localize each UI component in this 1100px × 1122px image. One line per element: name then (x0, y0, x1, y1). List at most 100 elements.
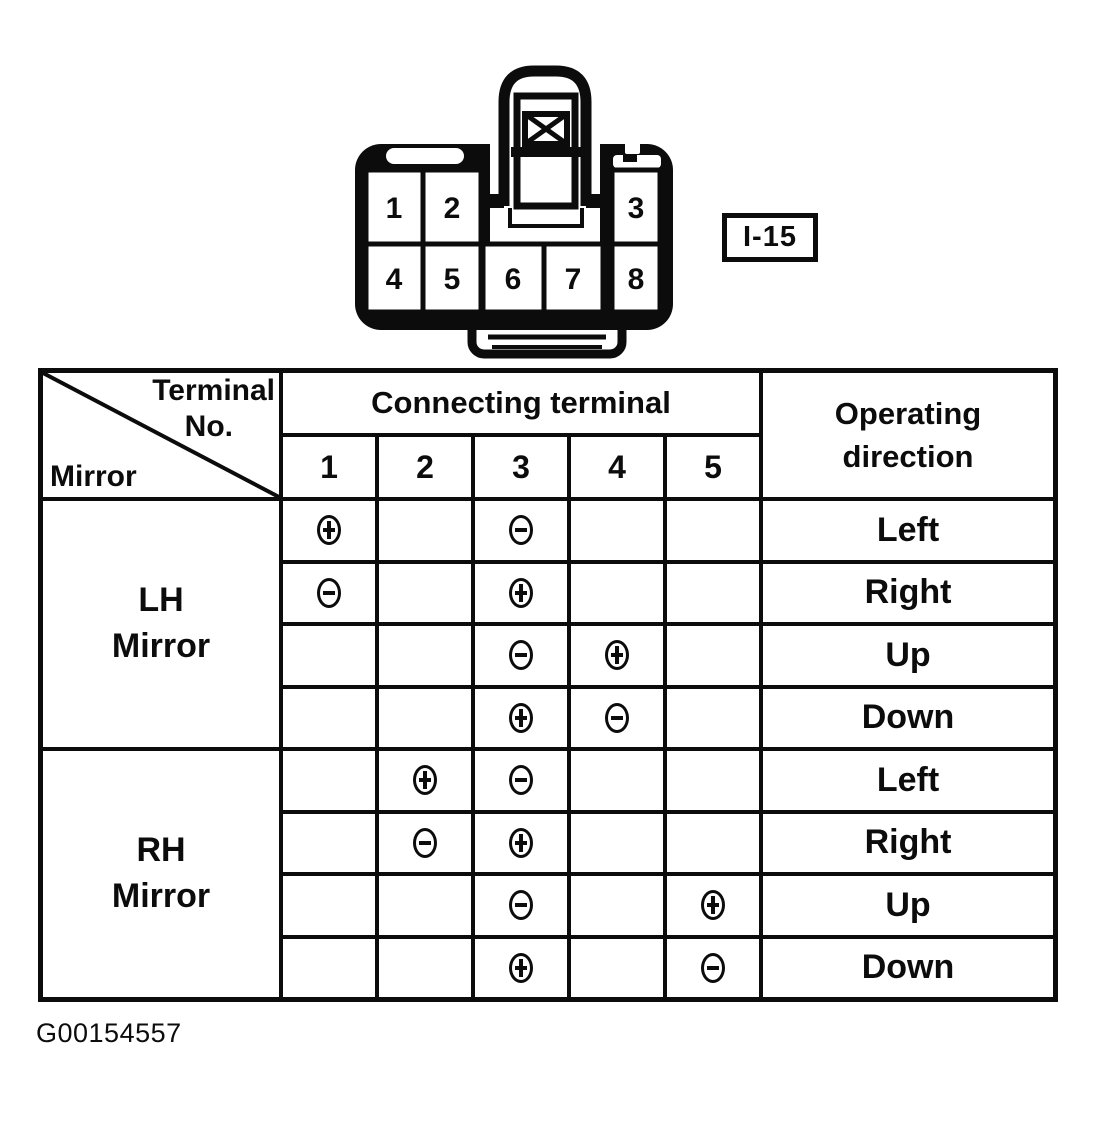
direction-cell: Up (763, 876, 1053, 935)
pin-4-label: 4 (386, 263, 403, 296)
circled-minus-icon (509, 765, 533, 796)
keying-slot (386, 148, 464, 164)
corner-no-label: No. (184, 410, 233, 443)
keying-notch (625, 141, 640, 154)
circled-plus-icon (317, 515, 341, 546)
terminal-cell (379, 688, 471, 747)
terminal-cell (475, 876, 567, 935)
terminal-cell (475, 688, 567, 747)
terminal-cell (667, 501, 759, 560)
terminal-cell (283, 751, 375, 810)
terminal-cell (667, 688, 759, 747)
figure-caption: G00154557 (36, 1018, 182, 1048)
circled-minus-icon (509, 890, 533, 921)
mirror-label-line: Mirror (111, 627, 211, 665)
pin-6-label: 6 (505, 263, 522, 296)
pin-cavity-2 (420, 167, 484, 247)
terminal-cell (571, 938, 663, 997)
pin-2-label: 2 (444, 192, 461, 225)
terminal-cell (283, 688, 375, 747)
circled-plus-icon (509, 702, 533, 733)
pin-cavity-7 (541, 241, 606, 315)
terminal-cell (379, 626, 471, 685)
terminal-cell (379, 563, 471, 622)
terminal-column-3: 3 (475, 437, 567, 497)
terminal-cell (379, 938, 471, 997)
circled-minus-icon (605, 702, 629, 733)
mirror-group-label: RH Mirror (43, 751, 279, 997)
terminal-cell (283, 626, 375, 685)
direction-cell: Left (763, 751, 1053, 810)
terminal-column-4: 4 (571, 437, 663, 497)
circled-plus-icon (413, 765, 437, 796)
terminal-cell (379, 751, 471, 810)
terminal-cell (667, 751, 759, 810)
terminal-cell (571, 501, 663, 560)
direction-cell: Down (763, 688, 1053, 747)
terminal-cell (475, 626, 567, 685)
circled-minus-icon (509, 515, 533, 546)
terminal-cell (667, 626, 759, 685)
circled-minus-icon (509, 640, 533, 671)
terminal-cell (379, 876, 471, 935)
mirror-label-line: LH (138, 581, 184, 620)
circled-plus-icon (509, 952, 533, 983)
terminal-cell (571, 751, 663, 810)
terminal-cell (667, 563, 759, 622)
circled-plus-icon (509, 577, 533, 608)
terminal-cell (283, 563, 375, 622)
terminal-cell (283, 876, 375, 935)
circled-plus-icon (509, 827, 533, 858)
terminal-cell (571, 813, 663, 872)
terminal-column-1: 1 (283, 437, 375, 497)
connector-ref-box: I-15 (722, 213, 818, 262)
terminal-cell (475, 751, 567, 810)
connector-diagram: 1 2 3 4 5 6 7 8 (355, 65, 673, 359)
terminal-cell (379, 813, 471, 872)
terminal-cell (379, 501, 471, 560)
terminal-cell (475, 563, 567, 622)
terminal-cell (571, 626, 663, 685)
terminal-cell (571, 688, 663, 747)
mirror-label-line: Mirror (111, 877, 211, 915)
table-corner-cell: Terminal No. Mirror (43, 373, 279, 497)
direction-cell: Right (763, 813, 1053, 872)
terminal-column-5: 5 (667, 437, 759, 497)
circled-minus-icon (317, 577, 341, 608)
operating-header-line2: direction (842, 439, 974, 474)
terminal-cell (283, 938, 375, 997)
terminal-cell (571, 876, 663, 935)
direction-cell: Right (763, 563, 1053, 622)
circled-plus-icon (605, 640, 629, 671)
terminal-cell (571, 563, 663, 622)
pin-3-label: 3 (628, 192, 645, 225)
pin-5-label: 5 (444, 263, 461, 296)
mirror-group-label: LH Mirror (43, 501, 279, 747)
corner-mirror-label: Mirror (50, 460, 137, 493)
mirror-label-line: RH (136, 831, 186, 870)
direction-cell: Up (763, 626, 1053, 685)
circled-plus-icon (701, 890, 725, 921)
direction-cell: Left (763, 501, 1053, 560)
operating-direction-header: Operating direction (763, 373, 1053, 497)
pin-1-label: 1 (386, 192, 403, 225)
diagonal-divider (43, 373, 279, 497)
terminal-column-2: 2 (379, 437, 471, 497)
pin-cavity-8 (609, 241, 663, 315)
terminal-cell (475, 938, 567, 997)
circled-minus-icon (701, 952, 725, 983)
pin-8-label: 8 (628, 263, 645, 296)
terminal-cell (283, 813, 375, 872)
circled-minus-icon (413, 827, 437, 858)
pin-7-label: 7 (565, 263, 582, 296)
mirror-table: Terminal No. Mirror Connecting terminal … (38, 368, 1058, 1002)
terminal-cell (475, 813, 567, 872)
terminal-cell (667, 876, 759, 935)
terminal-cell (667, 813, 759, 872)
terminal-cell (475, 501, 567, 560)
connector-ref-label: I-15 (743, 221, 797, 253)
terminal-cell (283, 501, 375, 560)
latch-arch (498, 65, 592, 206)
operating-header-line1: Operating (834, 395, 982, 431)
